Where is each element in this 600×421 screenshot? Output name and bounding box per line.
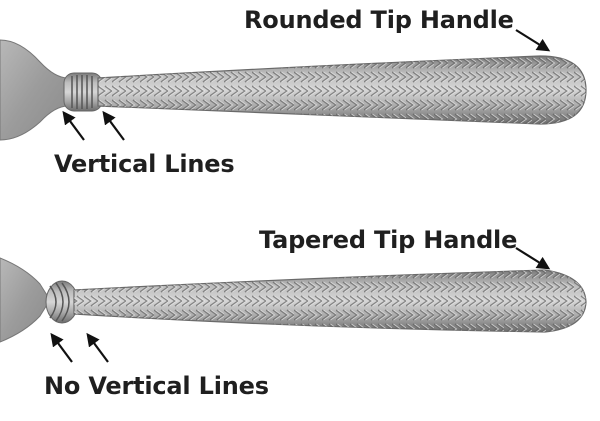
tapered-tip-handle-label: Tapered Tip Handle: [259, 226, 518, 254]
arrow-tapered-tip: [515, 247, 551, 270]
bottom-handle-pattern: [74, 270, 586, 332]
rounded-tip-handle-label: Rounded Tip Handle: [244, 6, 514, 34]
vertical-lines-detail: [71, 75, 93, 109]
vertical-lines-label: Vertical Lines: [54, 150, 235, 178]
arrow-no-vertical-lines-2: [86, 332, 109, 363]
top-fork-head: [0, 39, 69, 141]
annotation-arrows: [50, 29, 551, 363]
bottom-fork: [0, 257, 587, 343]
no-vertical-lines-label: No Vertical Lines: [44, 372, 269, 400]
top-handle-pattern: [98, 56, 586, 124]
bottom-fork-head: [0, 257, 51, 343]
bottom-collar-rings: [49, 282, 70, 322]
arrow-no-vertical-lines-1: [50, 332, 73, 363]
top-fork: [0, 39, 587, 141]
arrow-vertical-lines-2: [102, 110, 125, 141]
top-fork-collar: [63, 72, 103, 112]
arrow-rounded-tip: [515, 29, 551, 52]
arrow-vertical-lines-1: [62, 110, 85, 141]
